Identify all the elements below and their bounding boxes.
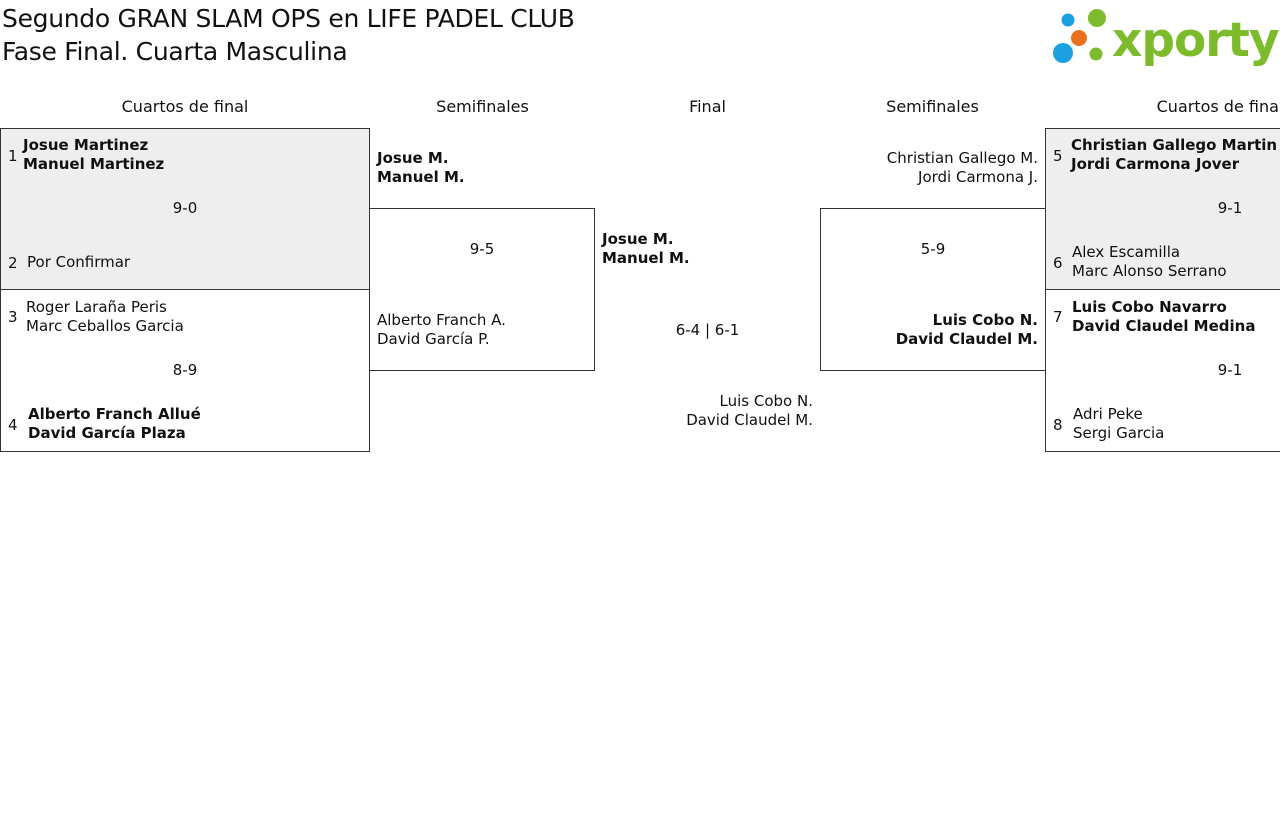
match-qf1[interactable]: 1 Josue Martinez Manuel Martinez 9-0 2 P… — [0, 128, 370, 290]
player-name: Alberto Franch Allué — [28, 405, 201, 423]
player-name: Jordi Carmona J. — [918, 168, 1038, 186]
team-qf4-bottom: Adri Peke Sergi Garcia — [1073, 405, 1164, 443]
player-name: David García P. — [377, 330, 490, 348]
match-qf3[interactable]: 5 Christian Gallego Martin Jordi Carmona… — [1045, 128, 1280, 290]
team-final-top: Josue M. Manuel M. — [602, 230, 690, 268]
team-qf4-top: Luis Cobo Navarro David Claudel Medina — [1072, 298, 1255, 336]
player-name: Roger Laraña Peris — [26, 298, 167, 316]
player-name: Sergi Garcia — [1073, 424, 1165, 442]
player-name: Josue M. — [377, 149, 449, 167]
header-qf-left: Cuartos de final — [121, 97, 249, 116]
score-qf2: 8-9 — [172, 361, 198, 379]
team-qf2-top: Roger Laraña Peris Marc Ceballos Garcia — [26, 298, 184, 336]
logo-text: xporty — [1112, 13, 1279, 68]
seed-5: 5 — [1053, 147, 1063, 165]
title-line-2: Fase Final. Cuarta Masculina — [2, 37, 348, 66]
xporty-logo[interactable]: xporty — [1052, 4, 1280, 68]
score-sf-left: 9-5 — [469, 240, 495, 258]
team-final-bottom: Luis Cobo N. David Claudel M. — [595, 392, 813, 430]
player-name: David Claudel Medina — [1072, 317, 1256, 335]
team-qf2-bottom: Alberto Franch Allué David García Plaza — [28, 405, 201, 443]
team-sf-left-bottom: Alberto Franch A. David García P. — [377, 311, 506, 349]
match-sf-left[interactable]: 9-5 Alberto Franch A. David García P. — [369, 208, 595, 371]
team-qf1-bottom: Por Confirmar — [27, 253, 130, 272]
player-name: David Claudel M. — [895, 330, 1038, 348]
team-sf-right-bottom: Luis Cobo N. David Claudel M. — [821, 311, 1038, 349]
team-qf3-bottom: Alex Escamilla Marc Alonso Serrano — [1072, 243, 1227, 281]
player-name: Manuel M. — [602, 249, 690, 267]
player-name: Marc Ceballos Garcia — [26, 317, 184, 335]
seed-1: 1 — [8, 147, 18, 165]
match-qf4[interactable]: 7 Luis Cobo Navarro David Claudel Medina… — [1045, 289, 1280, 452]
match-qf2[interactable]: 3 Roger Laraña Peris Marc Ceballos Garci… — [0, 289, 370, 452]
header-sf-right: Semifinales — [886, 97, 979, 116]
player-name: Adri Peke — [1073, 405, 1143, 423]
seed-8: 8 — [1053, 416, 1063, 434]
player-name: Christian Gallego M. — [886, 149, 1038, 167]
header-qf-right: Cuartos de final — [1156, 97, 1280, 116]
player-name: Manuel Martinez — [23, 155, 165, 173]
team-sf-left-top: Josue M. Manuel M. — [377, 149, 465, 187]
logo-dots-icon: xporty — [1053, 9, 1280, 68]
header-sf-left: Semifinales — [436, 97, 529, 116]
seed-7: 7 — [1053, 308, 1063, 326]
player-name: Jordi Carmona Jover — [1071, 155, 1240, 173]
score-qf1: 9-0 — [172, 199, 198, 217]
player-name: Luis Cobo N. — [719, 392, 813, 410]
score-qf4: 9-1 — [1217, 361, 1243, 379]
player-name: Marc Alonso Serrano — [1072, 262, 1227, 280]
player-name: David Claudel M. — [686, 411, 813, 429]
title-line-1: Segundo GRAN SLAM OPS en LIFE PADEL CLUB — [2, 4, 575, 33]
player-name: Luis Cobo Navarro — [1072, 298, 1227, 316]
team-qf3-top: Christian Gallego Martin Jordi Carmona J… — [1071, 136, 1277, 174]
score-sf-right: 5-9 — [920, 240, 946, 258]
match-sf-right[interactable]: 5-9 Luis Cobo N. David Claudel M. — [820, 208, 1046, 371]
seed-4: 4 — [8, 416, 18, 434]
player-name: Josue M. — [602, 230, 674, 248]
team-sf-right-top: Christian Gallego M. Jordi Carmona J. — [820, 149, 1038, 187]
player-name: Alex Escamilla — [1072, 243, 1181, 261]
player-name: David García Plaza — [28, 424, 186, 442]
score-qf3: 9-1 — [1217, 199, 1243, 217]
page-title: Segundo GRAN SLAM OPS en LIFE PADEL CLUB… — [2, 2, 575, 68]
score-final: 6-4 | 6-1 — [675, 321, 740, 339]
player-name: Manuel M. — [377, 168, 465, 186]
seed-6: 6 — [1053, 254, 1063, 272]
player-name: Por Confirmar — [27, 253, 131, 271]
player-name: Christian Gallego Martin — [1071, 136, 1278, 154]
header-final: Final — [689, 97, 726, 116]
seed-3: 3 — [8, 308, 18, 326]
team-qf1-top: Josue Martinez Manuel Martinez — [23, 136, 164, 174]
player-name: Josue Martinez — [23, 136, 149, 154]
player-name: Luis Cobo N. — [932, 311, 1038, 329]
player-name: Alberto Franch A. — [377, 311, 506, 329]
seed-2: 2 — [8, 254, 18, 272]
